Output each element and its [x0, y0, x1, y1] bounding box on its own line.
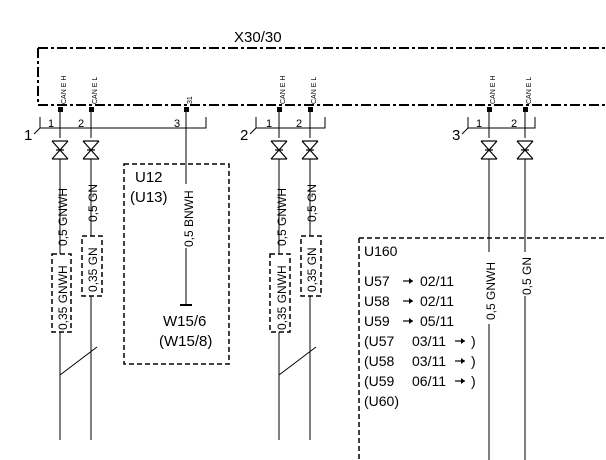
variant-code: U59: [364, 313, 390, 329]
variant-code: U58: [364, 293, 390, 309]
connector-outline: [37, 47, 606, 106]
pin-contact: [184, 107, 189, 112]
group-number-3: 3: [452, 127, 460, 144]
variant-date: 06/11: [412, 373, 446, 389]
pin-number-1: 1: [476, 118, 482, 130]
wire-label: 0,5 GN: [305, 184, 319, 222]
arrow-right-icon: [402, 277, 414, 285]
variant-date: 03/11: [412, 333, 446, 349]
wire-label: 0,5 GNWH: [275, 188, 289, 246]
paren-close: ): [471, 333, 476, 349]
connector-symbol: [516, 140, 534, 160]
arrow-right-icon: [454, 357, 466, 365]
connector-symbol: [51, 140, 69, 160]
pin-contact: [487, 107, 492, 112]
pin-contact: [277, 107, 282, 112]
pin-label-can-l: CAN E L: [526, 77, 533, 104]
pin-number-3: 3: [174, 118, 180, 130]
variant-code: (U58: [364, 353, 395, 369]
pin-label-can-h: CAN E H: [490, 76, 497, 104]
pin-group-2: 2 CAN E H 1 CAN E L 2 0,5 GNWH 0,5 GN 0,…: [240, 76, 326, 440]
wire-label-alt: 0,35 GN: [86, 247, 100, 292]
group-number-2: 2: [240, 127, 248, 144]
variant-code: U57: [364, 273, 390, 289]
variant-code: (U60): [364, 393, 399, 409]
paren-close: ): [471, 373, 476, 389]
variant-code: U12: [135, 169, 163, 186]
connector-symbol: [480, 140, 498, 160]
variant-code: (U59: [364, 373, 395, 389]
pin-label-can-h: CAN E H: [61, 76, 68, 104]
variant-code: (U57: [364, 333, 395, 349]
pin-label-can-l: CAN E L: [311, 77, 318, 104]
pin-label-31: 31: [187, 96, 194, 104]
pin-contact: [523, 107, 528, 112]
wire-label: 0,5 GNWH: [484, 262, 498, 320]
connector-symbol: [301, 140, 319, 160]
pin-number-2: 2: [511, 118, 517, 130]
pin-label-can-l: CAN E L: [92, 77, 99, 104]
pin-number-1: 1: [266, 118, 272, 130]
wire-label-alt: 0,35 GNWH: [56, 265, 70, 330]
connector-symbol: [82, 140, 100, 160]
connector-name: X30/30: [234, 29, 282, 46]
variant-date: 05/11: [420, 313, 454, 329]
pin-number-2: 2: [296, 118, 302, 130]
pin-contact: [308, 107, 313, 112]
pin-number-2: 2: [78, 118, 84, 130]
variant-code: (U13): [130, 189, 168, 206]
pin-group-3: 3 CAN E H 1 CAN E L 2 0,5 GNWH 0,5 GN: [452, 76, 536, 460]
wire-label: 0,5 GNWH: [56, 188, 70, 246]
pin-contact: [58, 107, 63, 112]
variant-date: 02/11: [420, 273, 454, 289]
pin-group-1: 1 CAN E H 1 CAN E L 2 31 3 0,5 GNWH 0,5 …: [24, 76, 207, 440]
ground-point: W15/6: [163, 313, 206, 330]
paren-close: ): [471, 353, 476, 369]
variant-title: U160: [364, 243, 398, 259]
variant-date: 03/11: [412, 353, 446, 369]
pin-number-1: 1: [48, 118, 54, 130]
wire-label-alt: 0,35 GN: [305, 247, 319, 292]
group-number-1: 1: [24, 127, 32, 144]
pin-contact: [89, 107, 94, 112]
wire-label: 0,5 BNWH: [182, 190, 196, 247]
pin-label-can-h: CAN E H: [280, 76, 287, 104]
arrow-right-icon: [454, 337, 466, 345]
arrow-right-icon: [402, 297, 414, 305]
variant-date: 02/11: [420, 293, 454, 309]
wire-label: 0,5 GN: [520, 257, 534, 295]
arrow-right-icon: [454, 377, 466, 385]
variant-box-u160: U160 U57 02/11 U58 02/11 U59 05/11 (U57 …: [358, 237, 606, 460]
ground-point: (W15/8): [159, 333, 212, 350]
wire-label: 0,5 GN: [86, 184, 100, 222]
connector-symbol: [270, 140, 288, 160]
variant-box-u12: U12 (U13) W15/6 (W15/8): [123, 163, 230, 365]
wire-label-alt: 0,35 GNWH: [275, 265, 289, 330]
arrow-right-icon: [402, 317, 414, 325]
